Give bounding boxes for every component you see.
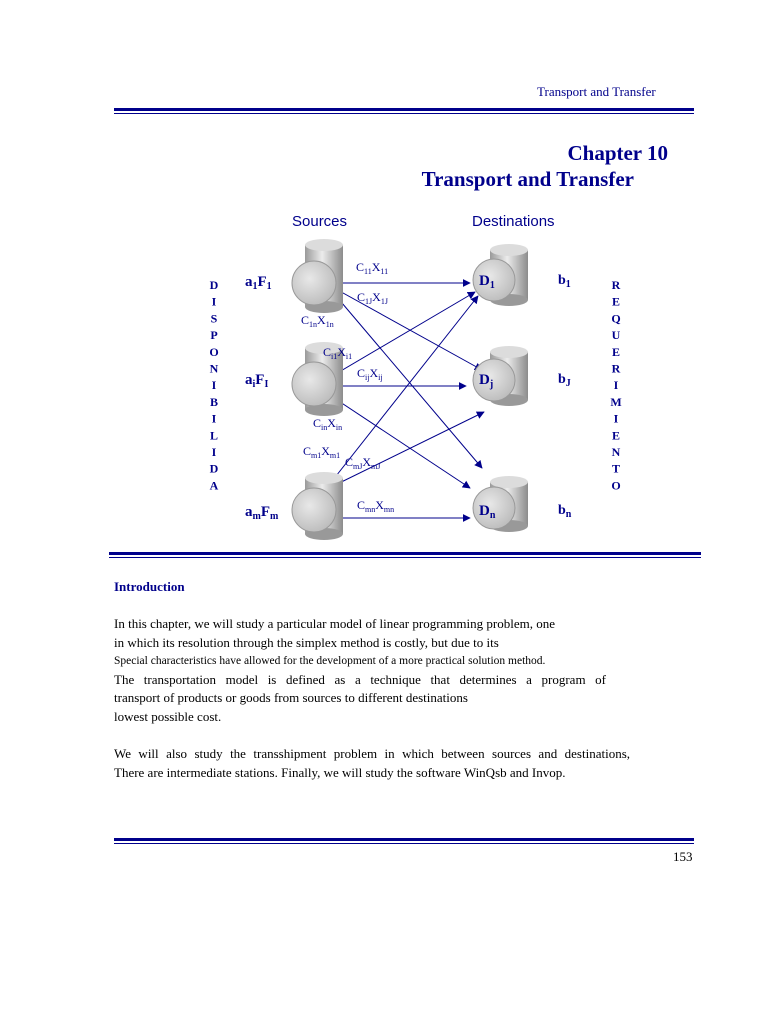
source-label-1: a1F1 <box>245 274 272 292</box>
intro-line: transport of products or goods from sour… <box>114 690 468 705</box>
page-number: 153 <box>673 849 693 864</box>
source-cylinder-1 <box>291 239 343 313</box>
vertical-letter: E <box>612 295 620 309</box>
destination-cylinder-n <box>472 476 528 532</box>
vertical-letter: I <box>212 295 217 309</box>
vertical-letter: U <box>612 328 621 342</box>
footer-rule <box>114 838 694 841</box>
arc-label-11: C11X11 <box>356 260 388 276</box>
arcs <box>321 279 485 522</box>
vertical-letter: N <box>210 362 219 376</box>
vertical-letter: B <box>210 395 218 409</box>
arc-i-n <box>321 389 471 489</box>
intro-line: In this chapter, we will study a particu… <box>114 616 555 631</box>
vertical-letter: T <box>612 462 620 476</box>
vertical-letter: P <box>210 328 217 342</box>
intro-paragraph-2: We will also study the transshipment pro… <box>114 745 630 782</box>
vertical-letter: S <box>211 311 218 325</box>
arc-label-i1: Ci1Xi1 <box>323 345 352 361</box>
running-header: Transport and Transfer <box>537 84 656 99</box>
requirement-label-1: b1 <box>558 273 571 290</box>
vertical-letter: Q <box>611 311 620 325</box>
arc-i-1 <box>321 291 476 383</box>
chapter-number: Chapter 10 <box>567 141 668 165</box>
source-label-m: amFm <box>245 504 279 522</box>
intro-line: The transportation model is defined as a… <box>114 671 606 687</box>
source-cylinder-i <box>291 342 343 416</box>
intro-line: There are intermediate stations. Finally… <box>114 764 566 780</box>
vertical-letter: M <box>610 395 621 409</box>
source-cylinder-m <box>291 472 343 540</box>
vertical-letter: R <box>612 362 621 376</box>
intro-line: Special characteristics have allowed for… <box>114 655 546 667</box>
vertical-letter: I <box>614 378 619 392</box>
arc-label-mn: CmnXmn <box>357 498 394 514</box>
arc-1-j <box>324 282 483 371</box>
vertical-letter: O <box>209 345 218 359</box>
source-label-i: aiFI <box>245 372 268 390</box>
arc-label-in: CinXin <box>313 416 342 432</box>
intro-line: in which its resolution through the simp… <box>114 634 499 650</box>
vertical-letter: D <box>210 462 219 476</box>
arc-m-1 <box>324 295 479 491</box>
intro-line: We will also study the transshipment pro… <box>114 746 630 761</box>
requirement-label-n: bn <box>558 503 572 520</box>
destination-label-1: D1 <box>479 273 495 291</box>
requirement-label-j: bJ <box>558 372 571 389</box>
intro-line: lowest possible cost. <box>114 708 222 724</box>
vertical-letter: L <box>210 428 218 442</box>
arc-label-mJ: CmJXmJ <box>345 455 380 471</box>
destination-cylinder-1 <box>472 244 528 306</box>
header-rule-thin <box>114 113 694 114</box>
section-rule <box>109 552 701 555</box>
arc-label-1J: C1JX1J <box>357 290 388 306</box>
section-rule-thin <box>109 557 701 558</box>
arc-1-n <box>324 282 483 469</box>
vertical-letter: R <box>612 278 621 292</box>
vertical-letter: E <box>612 345 620 359</box>
vertical-letter: D <box>210 278 219 292</box>
vertical-letter: A <box>210 478 219 492</box>
sources-heading: Sources <box>292 213 347 230</box>
destinations-heading: Destinations <box>472 213 555 230</box>
intro-heading: Introduction <box>114 579 185 594</box>
chapter-title: Transport and Transfer <box>421 167 634 191</box>
destination-cylinder-j <box>472 346 528 406</box>
vertical-letter: O <box>611 478 620 492</box>
vertical-letter: I <box>614 412 619 426</box>
arc-label-m1: Cm1Xm1 <box>303 444 340 460</box>
vertical-letter: N <box>612 445 621 459</box>
footer-rule-thin <box>114 843 694 844</box>
arc-label-1n: C1nX1n <box>301 313 334 329</box>
arc-label-ij: CijXij <box>357 366 383 382</box>
arc-m-j <box>324 411 485 491</box>
intro-paragraph-1: In this chapter, we will study a particu… <box>114 615 606 726</box>
vertical-letter: I <box>212 412 217 426</box>
vertical-letter: E <box>612 428 620 442</box>
destination-label-n: Dn <box>479 503 496 521</box>
vertical-letter: I <box>212 378 217 392</box>
vertical-letter: I <box>212 445 217 459</box>
destination-label-j: Dj <box>479 372 493 390</box>
header-rule <box>114 108 694 111</box>
arc-labels: C11X11 C1JX1J C1nX1n Ci1Xi1 CijXij CinXi… <box>301 260 394 514</box>
